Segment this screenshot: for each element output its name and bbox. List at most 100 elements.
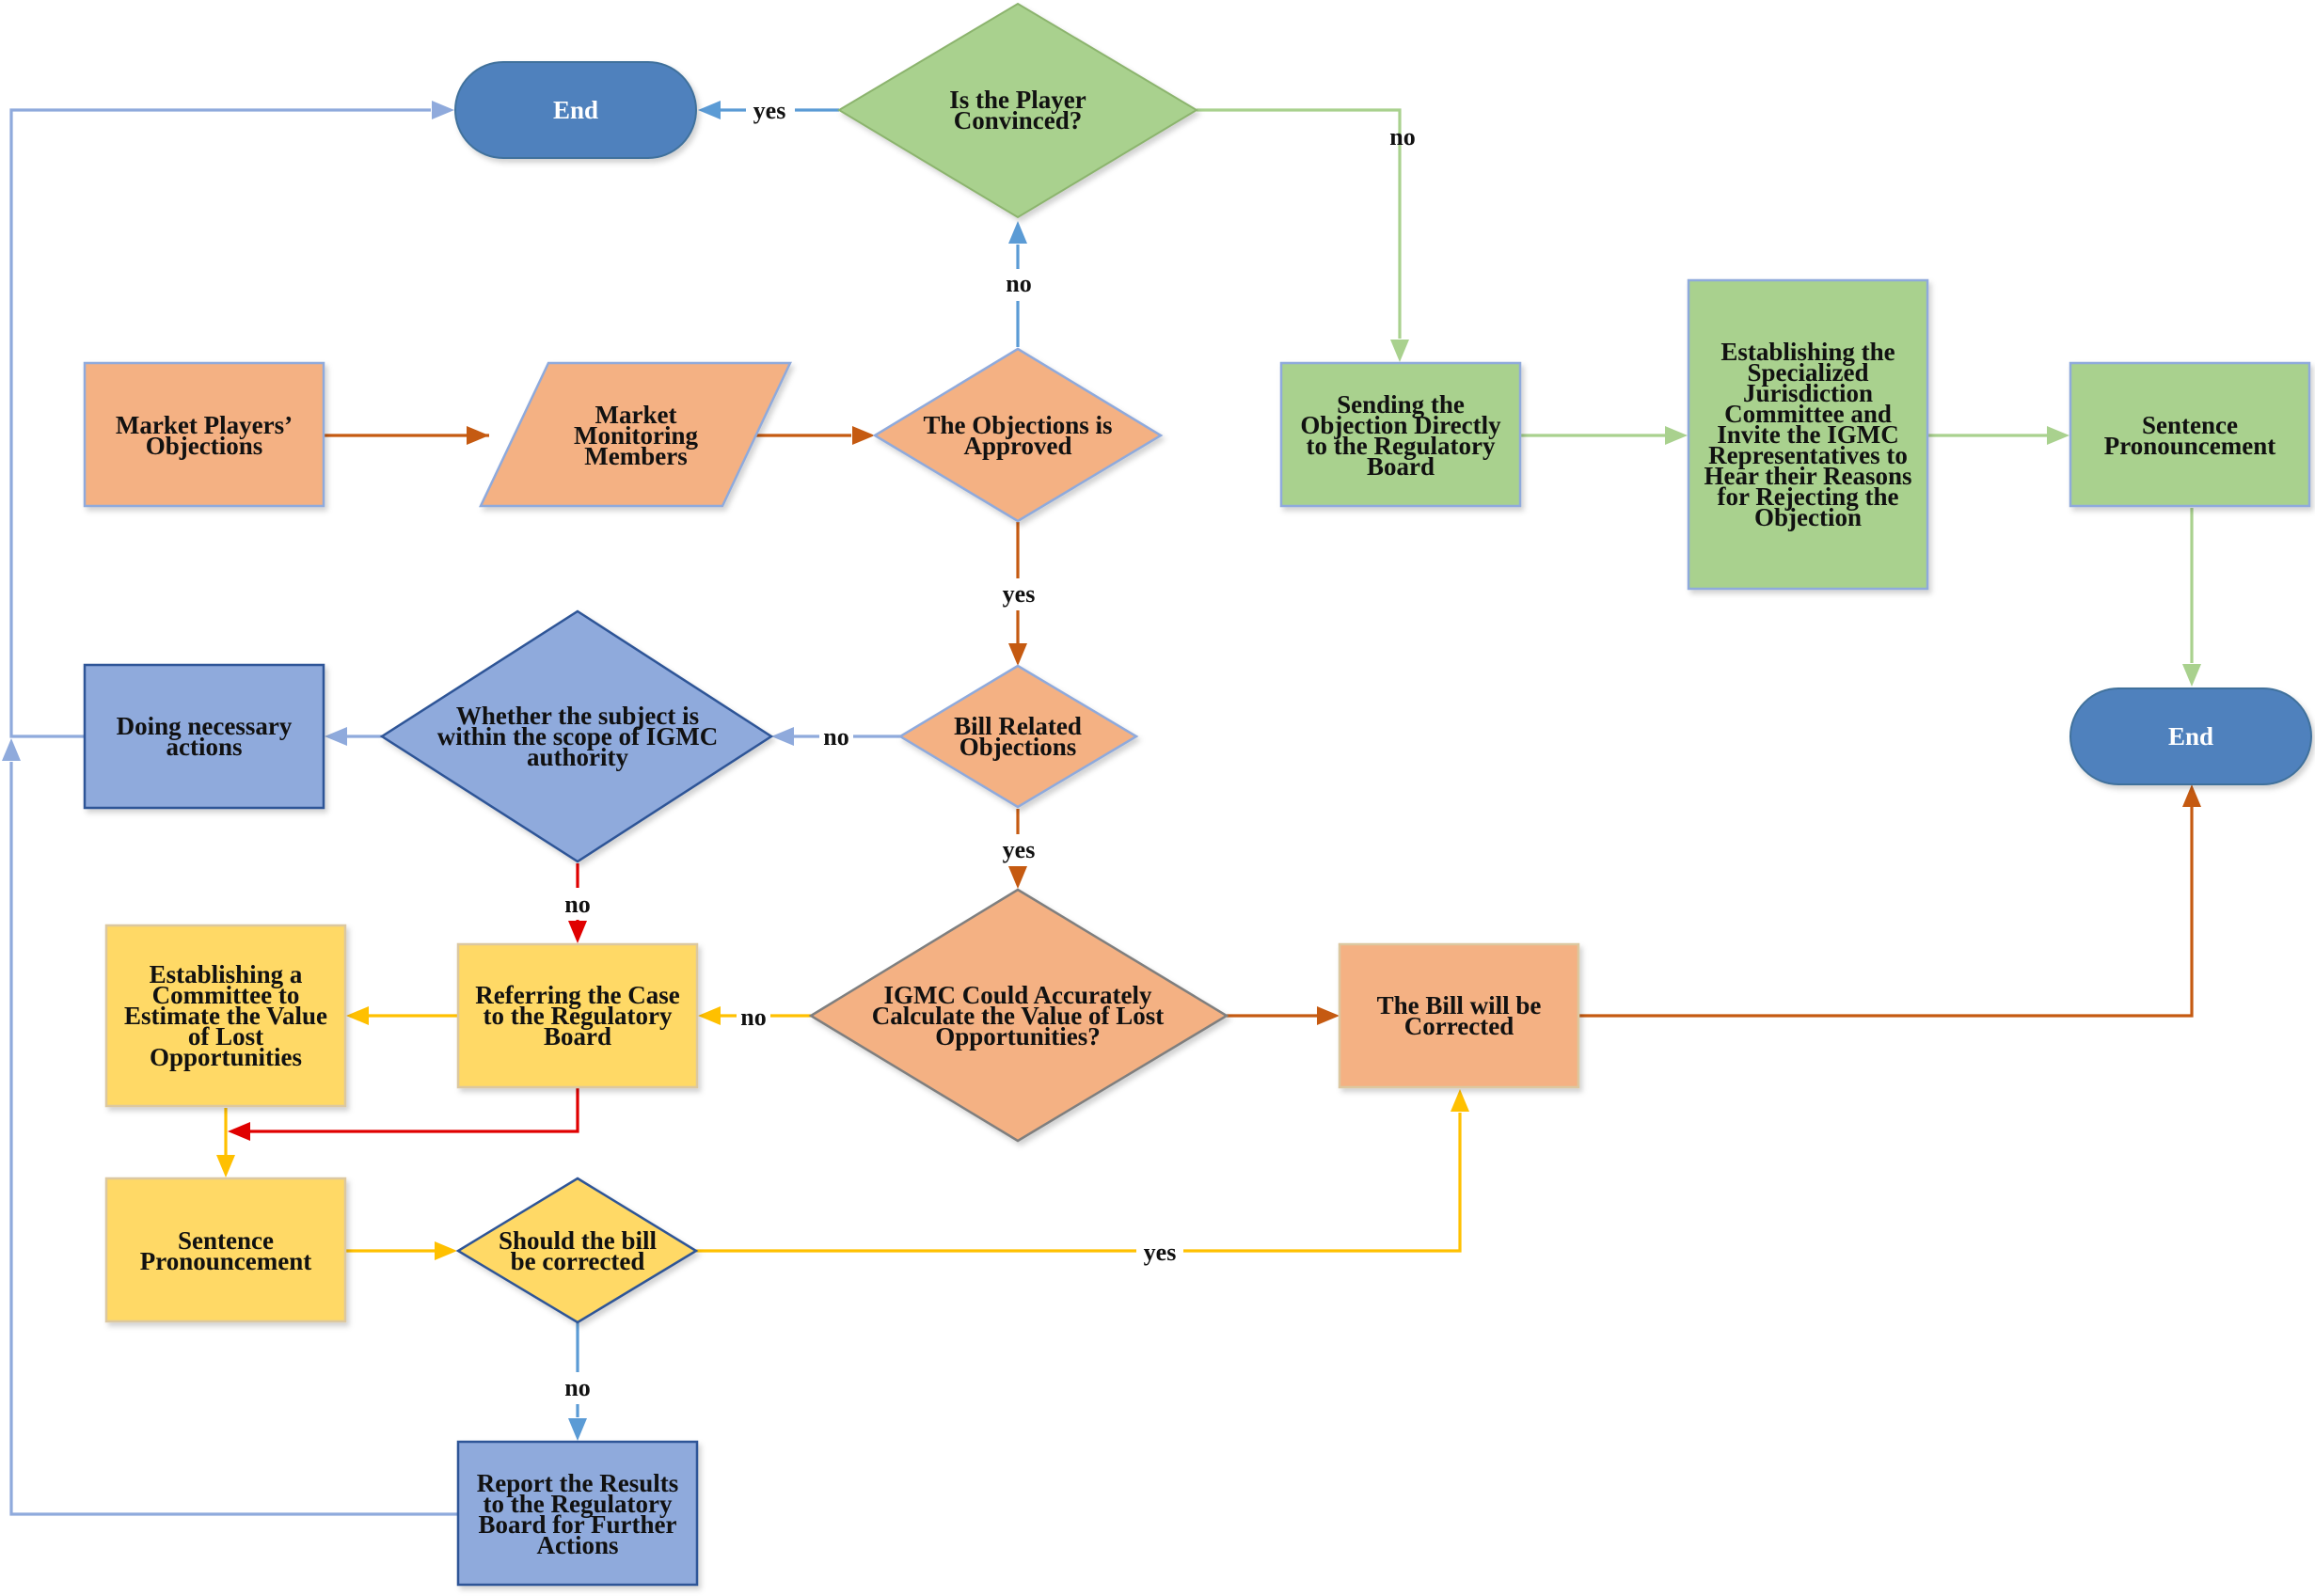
edge-report-to-loop-arrowhead — [2, 738, 21, 761]
establishing-committee-line-5: Invite the IGMC — [1717, 420, 1898, 449]
edge-corrected-to-end — [1578, 807, 2194, 1018]
player-convinced-line-2: Convinced? — [954, 106, 1083, 134]
market-monitoring-line-2: Monitoring — [574, 421, 698, 450]
edge-bill-to-calculate-arrowhead — [1008, 866, 1027, 889]
edge-convinced-to-sending-arrowhead — [1390, 340, 1409, 362]
edge-scope-to-referring-arrowhead — [568, 921, 587, 943]
market-objections-box[interactable] — [83, 361, 325, 508]
edge-convinced-to-end-arrowhead — [698, 101, 721, 119]
referring-case-line-3: Board — [544, 1022, 611, 1051]
establishing-committee-line-1: Establishing the — [1720, 338, 1895, 366]
market-objections-line-2: Objections — [146, 432, 263, 460]
sentence-right-box[interactable] — [2069, 361, 2311, 508]
report-results-line-1: Report the Results — [477, 1469, 678, 1497]
estimate-committee-line-1: Establishing a — [150, 960, 303, 988]
edge-approved-to-bill-arrowhead — [1008, 643, 1027, 666]
referring-case-box[interactable] — [456, 942, 699, 1089]
player-convinced-decision[interactable] — [837, 2, 1198, 219]
edge-calculate-to-referring-arrowhead — [698, 1006, 721, 1025]
bill-corrected-line-2: Corrected — [1404, 1012, 1514, 1040]
edge-monitoring-to-approved-arrowhead — [852, 426, 875, 445]
establishing-committee-line-8: for Rejecting the — [1718, 482, 1899, 511]
end-top-line-1: End — [553, 96, 598, 124]
edge-sending-to-establishing-arrowhead — [1665, 426, 1688, 445]
report-results-box[interactable] — [456, 1440, 699, 1587]
edge-label-correct-yes: yes — [1144, 1239, 1177, 1266]
sending-objection-line-2: Objection Directly — [1300, 411, 1501, 439]
sentence-left-line-2: Pronouncement — [140, 1247, 312, 1275]
bill-related-line-2: Objections — [959, 733, 1077, 761]
end-terminal-top[interactable] — [454, 61, 697, 159]
sending-objection-line-1: Sending the — [1337, 390, 1465, 419]
report-results-line-3: Board for Further — [479, 1510, 677, 1539]
estimate-committee-line-3: Estimate the Value — [124, 1002, 327, 1030]
edge-calculate-to-corrected-arrowhead — [1317, 1006, 1340, 1025]
edge-label-scope-no: no — [564, 891, 590, 918]
doing-actions-line-2: actions — [166, 733, 243, 761]
edge-label-convinced-no: no — [1389, 123, 1415, 150]
estimate-committee-line-4: of Lost — [188, 1022, 263, 1051]
should-correct-line-1: Should the bill — [499, 1226, 658, 1255]
establishing-committee-line-6: Representatives to — [1708, 441, 1908, 469]
igmc-calculate-line-2: Calculate the Value of Lost — [872, 1002, 1165, 1030]
scope-igmc-decision[interactable] — [379, 609, 774, 863]
referring-case-line-1: Referring the Case — [475, 981, 679, 1009]
sending-objection-line-3: to the Regulatory — [1307, 432, 1496, 460]
sending-objection-box[interactable] — [1279, 361, 1522, 508]
estimate-committee-line-5: Opportunities — [150, 1043, 302, 1071]
edge-referring-to-sentence — [248, 1088, 579, 1133]
scope-igmc-line-3: authority — [527, 743, 629, 771]
edge-report-to-loop — [9, 762, 457, 1516]
referring-case-line-2: to the Regulatory — [484, 1002, 673, 1030]
establishing-committee-box[interactable] — [1687, 278, 1929, 591]
should-correct-decision[interactable] — [455, 1177, 699, 1324]
edge-approved-to-convinced-arrowhead — [1008, 221, 1027, 244]
edge-corrected-to-end-arrowhead — [2182, 784, 2201, 807]
estimate-committee-line-2: Committee to — [152, 981, 300, 1009]
bill-corrected-line-1: The Bill will be — [1377, 991, 1542, 1019]
edge-should-to-corrected — [696, 1113, 1462, 1253]
edge-estimate-to-sentence-arrowhead — [216, 1155, 235, 1177]
objections-approved-line-2: Approved — [963, 432, 1071, 460]
objections-approved-line-1: The Objections is — [923, 411, 1112, 439]
igmc-calculate-line-3: Opportunities? — [935, 1022, 1101, 1051]
market-monitoring-data[interactable] — [479, 361, 792, 508]
edge-sentence-to-end-arrowhead — [2182, 664, 2201, 687]
sentence-left-line-1: Sentence — [178, 1226, 274, 1255]
establishing-committee-line-9: Objection — [1754, 503, 1862, 531]
edge-label-correct-no: no — [564, 1374, 590, 1401]
edge-label-bill-no: no — [823, 723, 848, 751]
edge-referring-to-sentence-arrowhead — [228, 1122, 250, 1141]
doing-actions-box[interactable] — [83, 663, 325, 810]
market-objections-line-1: Market Players’ — [116, 411, 293, 439]
bill-corrected-box[interactable] — [1338, 942, 1580, 1089]
igmc-calculate-line-1: IGMC Could Accurately — [884, 981, 1152, 1009]
market-objections-label: Market Players’Objections — [116, 411, 293, 460]
edge-should-to-report-arrowhead — [568, 1418, 587, 1441]
end-terminal-right[interactable] — [2069, 687, 2312, 785]
sending-objection-line-4: Board — [1367, 452, 1435, 481]
sentence-left-box[interactable] — [104, 1177, 347, 1323]
market-monitoring-line-1: Market — [595, 401, 677, 429]
objections-approved-decision[interactable] — [872, 347, 1164, 523]
establishing-committee-line-4: Committee and — [1724, 400, 1892, 428]
bill-related-line-1: Bill Related — [954, 712, 1082, 740]
edge-referring-to-estimate-arrowhead — [346, 1006, 369, 1025]
edge-bill-to-scope-arrowhead — [771, 727, 794, 746]
scope-igmc-line-2: within the scope of IGMC — [437, 722, 719, 751]
player-convinced-line-1: Is the Player — [949, 86, 1086, 114]
bill-related-decision[interactable] — [897, 664, 1139, 809]
edge-label-approved-no: no — [1006, 270, 1031, 297]
estimate-committee-box[interactable] — [104, 924, 347, 1108]
igmc-calculate-decision[interactable] — [808, 888, 1229, 1143]
